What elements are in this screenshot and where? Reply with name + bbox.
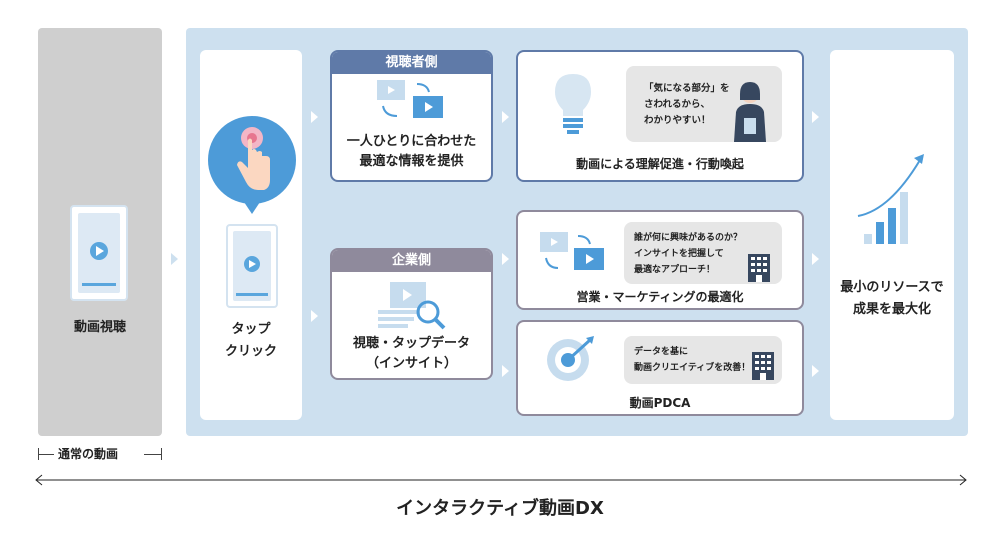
viewer-text-line2: 最適な情報を提供: [359, 154, 464, 169]
bubble-line: 動画クリエイティブを改善！: [634, 363, 751, 373]
company-text-line2: （インサイト）: [365, 356, 457, 371]
growth-chart-icon: [856, 150, 928, 250]
arrow-right-icon: [812, 111, 819, 123]
viewer-text-line1: 一人ひとりに合わせた: [346, 134, 477, 149]
arrow-right-icon: [502, 111, 509, 123]
bubble-line: 最適なアプローチ！: [634, 265, 716, 275]
arrow-right-icon: [502, 365, 509, 377]
company-text-line1: 視聴・タップデータ: [352, 336, 470, 351]
viewer-side-header: 視聴者側: [332, 52, 491, 74]
final-text-line1: 最小のリソースで: [840, 280, 944, 295]
tap-finger-icon: [206, 116, 298, 220]
normal-video-caption-text: 通常の動画: [58, 447, 119, 461]
company-side-header: 企業側: [332, 250, 491, 272]
arrow-right-icon: [812, 365, 819, 377]
data-search-icon: [378, 282, 448, 336]
video-switch-icon: [377, 80, 445, 124]
phone-icon: [70, 205, 128, 301]
video-switch-icon: [540, 232, 606, 276]
bubble-line: 「気になる部分」を: [644, 83, 730, 94]
bubble-line: わかりやすい！: [644, 115, 711, 126]
arrow-right-icon: [171, 253, 178, 265]
building-icon: [752, 352, 774, 384]
lightbulb-icon: [553, 72, 593, 140]
tap-label: タップ: [231, 322, 271, 337]
click-label: クリック: [224, 344, 277, 359]
arrow-right-icon: [812, 253, 819, 265]
result3-title: 動画PDCA: [629, 396, 691, 410]
person-icon: [730, 82, 770, 148]
arrow-right-icon: [311, 310, 318, 322]
video-viewing-label: 動画視聴: [73, 320, 126, 335]
diagram-title: インタラクティブ動画DX: [396, 498, 604, 519]
bubble-line: さわれるから、: [644, 99, 711, 110]
final-text-line2: 成果を最大化: [852, 302, 931, 317]
building-icon: [748, 254, 770, 286]
viewer-side-card: 視聴者側: [330, 50, 493, 182]
arrow-right-icon: [502, 253, 509, 265]
bubble-line: インサイトを把握して: [634, 249, 724, 259]
target-icon: [546, 336, 596, 386]
scope-arrow: [34, 472, 968, 486]
bubble-line: データを基に: [634, 347, 689, 357]
bubble-line: 誰が何に興味があるのか？: [634, 233, 743, 243]
result1-title: 動画による理解促進・行動喚起: [576, 157, 744, 171]
phone-icon: [226, 224, 278, 308]
result2-title: 営業・マーケティングの最適化: [576, 290, 744, 304]
arrow-right-icon: [311, 111, 318, 123]
normal-video-caption: 通常の動画: [38, 444, 162, 464]
